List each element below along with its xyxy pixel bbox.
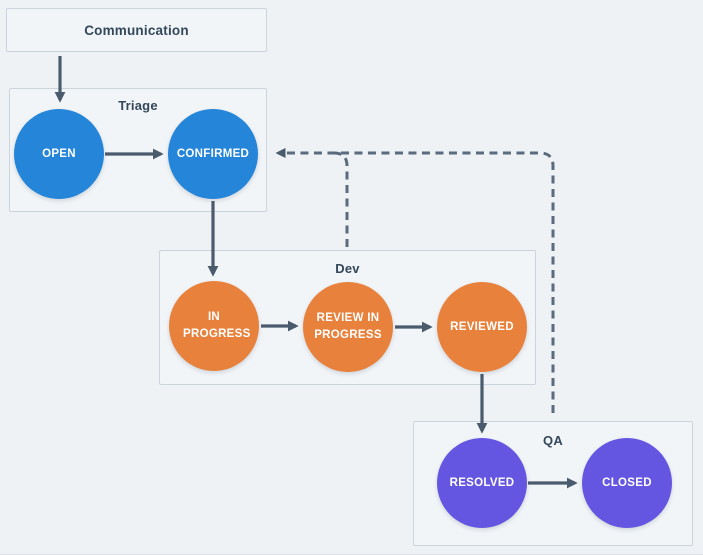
communication-box: Communication	[6, 8, 267, 52]
state-confirmed: CONFIRMED	[168, 109, 258, 199]
state-closed-label: CLOSED	[602, 476, 652, 489]
state-reviewed: REVIEWED	[437, 282, 527, 372]
qa-group-label: QA	[543, 433, 563, 448]
state-closed: CLOSED	[582, 438, 672, 528]
state-resolved-label: RESOLVED	[449, 476, 515, 489]
edge-dev-to-confirmed	[333, 151, 349, 247]
communication-label: Communication	[84, 22, 189, 38]
state-in-progress-label: IN PROGRESS	[183, 311, 251, 340]
state-review-in-progress-label: REVIEW IN PROGRESS	[314, 312, 382, 341]
state-open-label: OPEN	[42, 147, 76, 160]
state-open: OPEN	[14, 109, 104, 199]
state-resolved: RESOLVED	[437, 438, 527, 528]
dev-group-label: Dev	[335, 261, 360, 276]
edge-qa-to-confirmed	[275, 147, 555, 413]
state-in-progress: IN PROGRESS	[169, 281, 259, 371]
triage-group-label: Triage	[118, 98, 158, 113]
state-confirmed-label: CONFIRMED	[176, 147, 250, 160]
state-reviewed-label: REVIEWED	[450, 320, 514, 333]
state-review-in-progress: REVIEW IN PROGRESS	[303, 282, 393, 372]
